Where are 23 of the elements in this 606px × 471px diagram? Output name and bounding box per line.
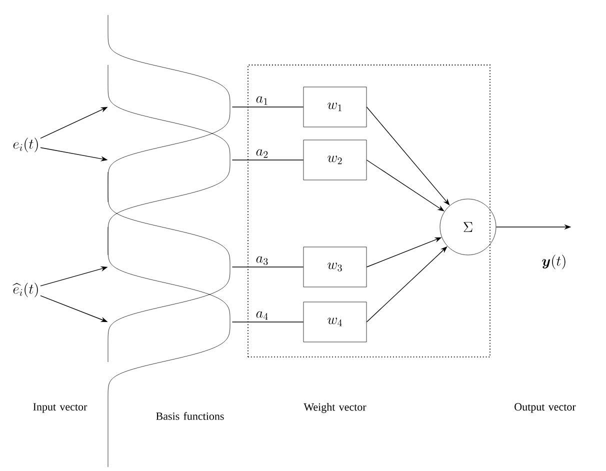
axis-caption: Basis functions — [156, 412, 224, 420]
axis-caption: Output vector — [514, 403, 576, 413]
basis-function-curve — [108, 226, 230, 468]
weight-box: $w_4$ — [303, 302, 367, 342]
basis-function-curve — [108, 64, 230, 256]
input-label: $\widehat{e}_i(t)$ — [12, 282, 38, 298]
axis-caption: Input vector — [33, 403, 88, 413]
connector-line — [232, 266, 304, 268]
edge-label: $a_1$ — [254, 95, 270, 106]
dotted-box — [248, 64, 490, 358]
weight-box: $w_2$ — [303, 140, 367, 180]
axis-caption: Weight vector — [304, 403, 366, 413]
edge-label: $\boldsymbol{y}(t)$ — [540, 254, 568, 270]
connector-line — [232, 106, 304, 108]
arrow — [366, 106, 450, 206]
weight-box: $w_1$ — [303, 86, 367, 128]
edge-label: $a_2$ — [254, 148, 270, 159]
basis-function-curve — [108, 14, 230, 202]
input-label: $e_i(t)$ — [13, 138, 38, 152]
edge-label: $a_3$ — [254, 255, 270, 266]
weight-box: $w_3$ — [303, 246, 367, 288]
basis-function-curve — [108, 172, 230, 362]
edge-label: $a_4$ — [254, 310, 270, 321]
